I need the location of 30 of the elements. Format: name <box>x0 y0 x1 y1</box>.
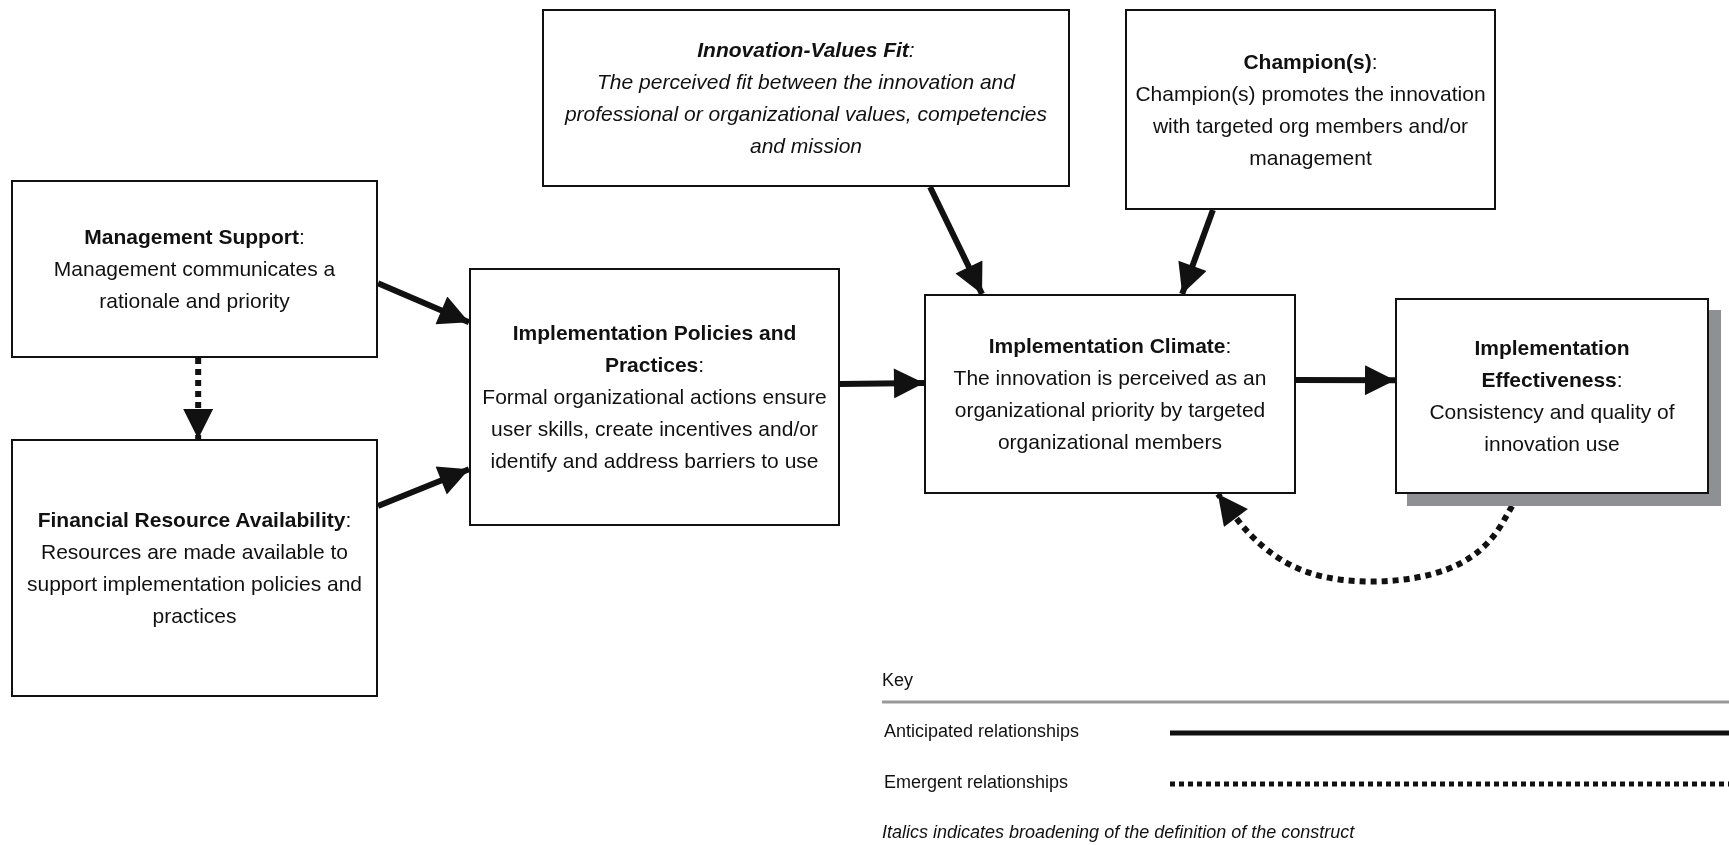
node-heading: Financial Resource Availability: <box>37 507 352 533</box>
node-heading: Champion(s): <box>1243 48 1378 75</box>
arrow <box>927 185 985 296</box>
note-text: Italics indicates broadening of the definition of the construct <box>882 822 1355 843</box>
node-description: Resources are made available to support implementation policies and practices <box>26 539 363 629</box>
process-box <box>11 439 378 697</box>
legend-text: Emergent relationships <box>884 772 1069 793</box>
process-box <box>924 294 1296 494</box>
process-box <box>1125 9 1496 210</box>
process-box <box>11 180 378 358</box>
node-heading: Implementation Policies and Practices: <box>511 320 798 378</box>
node-heading: Innovation-Values Fit: <box>697 37 915 63</box>
node-description: Champion(s) promotes the innovation with targeted org members and/or management <box>1135 80 1486 171</box>
arrow <box>839 368 925 399</box>
arrow <box>1215 492 1515 585</box>
node-heading: Management Support: <box>84 224 305 250</box>
legend-text: Anticipated relationships <box>884 721 1080 742</box>
node-heading: Implementation Effectiveness: <box>1473 335 1631 393</box>
node-description: Management communicates a rationale and priority <box>52 256 337 314</box>
node-description: Formal organizational actions ensure user skills, create incentives and/or identify and address barriers to use <box>481 384 828 474</box>
node-description: The innovation is perceived as an organizational priority by targeted organizational members <box>952 365 1268 455</box>
arrow <box>183 358 214 439</box>
node-description: Consistency and quality of innovation use <box>1428 399 1676 457</box>
node-heading: Implementation Climate: <box>988 333 1232 359</box>
legend-title: Key <box>882 670 914 691</box>
node-description: The perceived fit between the innovation and professional or organizational values, competencies and mission <box>563 69 1049 159</box>
arrow <box>1296 365 1395 396</box>
process-box <box>469 268 840 526</box>
process-box <box>542 9 1070 187</box>
arrow <box>1178 208 1216 296</box>
